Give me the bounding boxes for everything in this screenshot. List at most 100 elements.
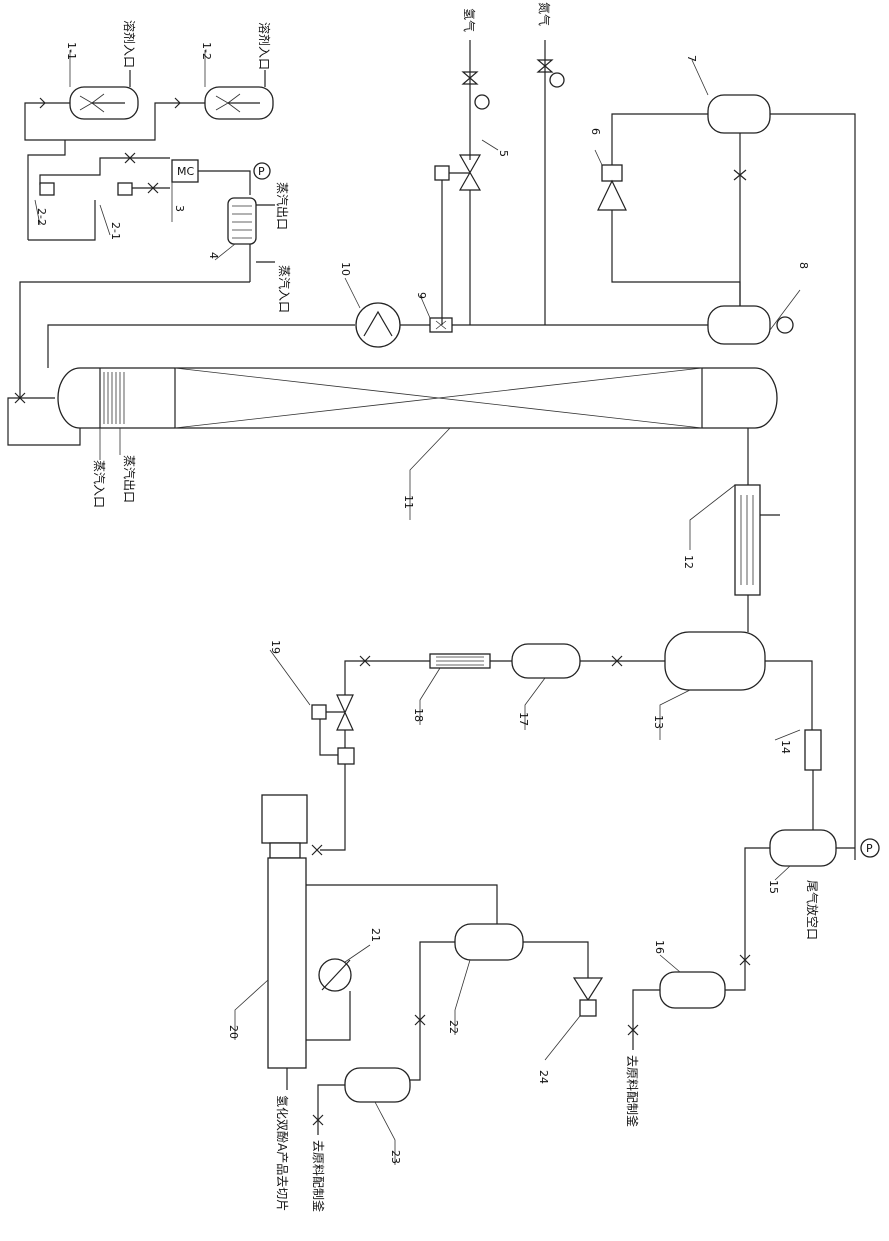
svg-text:去原料配制釜: 去原料配制釜 <box>311 1140 326 1212</box>
svg-text:10: 10 <box>339 262 352 276</box>
pressure-gauge: P <box>254 163 270 179</box>
svg-text:13: 13 <box>652 715 665 729</box>
svg-text:3: 3 <box>173 205 186 212</box>
vessel-7 <box>708 95 770 133</box>
svg-text:5: 5 <box>497 150 510 157</box>
nitrogen-label: 氮气 <box>537 2 552 26</box>
svg-text:蒸汽入口: 蒸汽入口 <box>277 265 292 313</box>
vessel-16 <box>660 972 725 1008</box>
to-raw-material-label-1: 去原料配制釜 <box>625 1055 640 1127</box>
label-19: 19 <box>269 640 282 654</box>
label-21: 21 <box>369 928 382 942</box>
label-18: 18 <box>412 708 425 722</box>
svg-text:溶剂入口: 溶剂入口 <box>257 22 272 70</box>
steam-inlet-label-left: 蒸汽入口 <box>92 460 107 508</box>
label-9: 9 <box>415 292 428 299</box>
svg-text:蒸汽入口: 蒸汽入口 <box>92 460 107 508</box>
svg-text:MC: MC <box>177 165 194 178</box>
svg-text:7: 7 <box>685 55 698 62</box>
svg-text:蒸汽出口: 蒸汽出口 <box>122 455 137 503</box>
mixer-box-2-2 <box>40 183 54 195</box>
svg-text:11: 11 <box>402 495 415 509</box>
extruder-20 <box>268 858 306 1068</box>
solvent-inlet-label-2: 溶剂入口 <box>257 22 272 70</box>
svg-text:24: 24 <box>537 1070 550 1084</box>
solvent-inlet-label-1: 溶剂入口 <box>122 20 137 68</box>
label-2-1: 2-1 <box>109 222 122 240</box>
label-14: 14 <box>779 740 792 754</box>
svg-text:20: 20 <box>227 1025 240 1039</box>
cooler-14 <box>805 730 821 770</box>
label-7: 7 <box>685 55 698 62</box>
cooler-18 <box>430 654 490 668</box>
svg-text:氢气: 氢气 <box>462 8 477 32</box>
compressor-10 <box>356 303 400 347</box>
pressure-gauge-n2 <box>550 73 564 87</box>
label-24: 24 <box>537 1070 550 1084</box>
tail-gas-vent-label: 尾气放空口 <box>805 880 820 940</box>
label-5: 5 <box>497 150 510 157</box>
svg-text:P: P <box>258 165 265 178</box>
control-valve-19[interactable] <box>312 695 353 730</box>
mc-controller-3: MC <box>172 160 198 182</box>
svg-text:4: 4 <box>207 252 220 259</box>
label-3: 3 <box>173 205 186 212</box>
meter-box <box>338 748 354 764</box>
filter-9 <box>430 318 452 332</box>
svg-text:1-2: 1-2 <box>200 42 213 60</box>
label-2-2: 2-2 <box>35 208 48 226</box>
label-23: 23 <box>389 1150 402 1164</box>
svg-text:6: 6 <box>589 128 602 135</box>
svg-text:23: 23 <box>389 1150 402 1164</box>
label-22: 22 <box>447 1020 460 1034</box>
label-4: 4 <box>207 252 220 259</box>
pressure-gauge-15: P <box>861 839 879 857</box>
tank-1-1 <box>70 87 138 119</box>
separator-13 <box>665 632 765 690</box>
svg-text:15: 15 <box>767 880 780 894</box>
label-12: 12 <box>682 555 695 569</box>
svg-text:18: 18 <box>412 708 425 722</box>
tank-1-2 <box>205 87 273 119</box>
hydrogen-label: 氢气 <box>462 8 477 32</box>
vessel-15 <box>770 830 836 866</box>
condenser-21 <box>319 959 351 991</box>
steam-inlet-label-top: 蒸汽入口 <box>277 265 292 313</box>
svg-text:去原料配制釜: 去原料配制釜 <box>625 1055 640 1127</box>
label-1-2: 1-2 <box>200 42 213 60</box>
svg-text:21: 21 <box>369 928 382 942</box>
label-16: 16 <box>653 940 666 954</box>
vacuum-pump-24 <box>574 978 602 1016</box>
svg-text:17: 17 <box>517 712 530 726</box>
pressure-gauge-h2 <box>475 95 489 109</box>
reactor-column-11 <box>58 368 777 428</box>
svg-text:2-1: 2-1 <box>109 222 122 240</box>
svg-text:16: 16 <box>653 940 666 954</box>
label-1-1: 1-1 <box>65 42 78 60</box>
svg-text:溶剂入口: 溶剂入口 <box>122 20 137 68</box>
svg-text:尾气放空口: 尾气放空口 <box>805 880 820 940</box>
label-17: 17 <box>517 712 530 726</box>
label-11: 11 <box>402 495 415 509</box>
svg-text:22: 22 <box>447 1020 460 1034</box>
to-raw-material-label-2: 去原料配制釜 <box>311 1140 326 1212</box>
mixer-box-2-1 <box>118 183 132 195</box>
svg-text:P: P <box>866 842 873 855</box>
vessel-8 <box>708 306 770 344</box>
label-20: 20 <box>227 1025 240 1039</box>
vessel-23 <box>345 1068 410 1102</box>
svg-text:氮气: 氮气 <box>537 2 552 26</box>
svg-text:19: 19 <box>269 640 282 654</box>
motor-box <box>262 795 307 843</box>
vessel-17 <box>512 644 580 678</box>
product-label: 氢化双酚A产品去切片 <box>275 1095 290 1211</box>
ejector-6 <box>598 165 626 210</box>
svg-text:8: 8 <box>797 262 810 269</box>
label-8: 8 <box>797 262 810 269</box>
label-10: 10 <box>339 262 352 276</box>
svg-text:14: 14 <box>779 740 792 754</box>
svg-text:12: 12 <box>682 555 695 569</box>
vessel-22 <box>455 924 523 960</box>
label-6: 6 <box>589 128 602 135</box>
